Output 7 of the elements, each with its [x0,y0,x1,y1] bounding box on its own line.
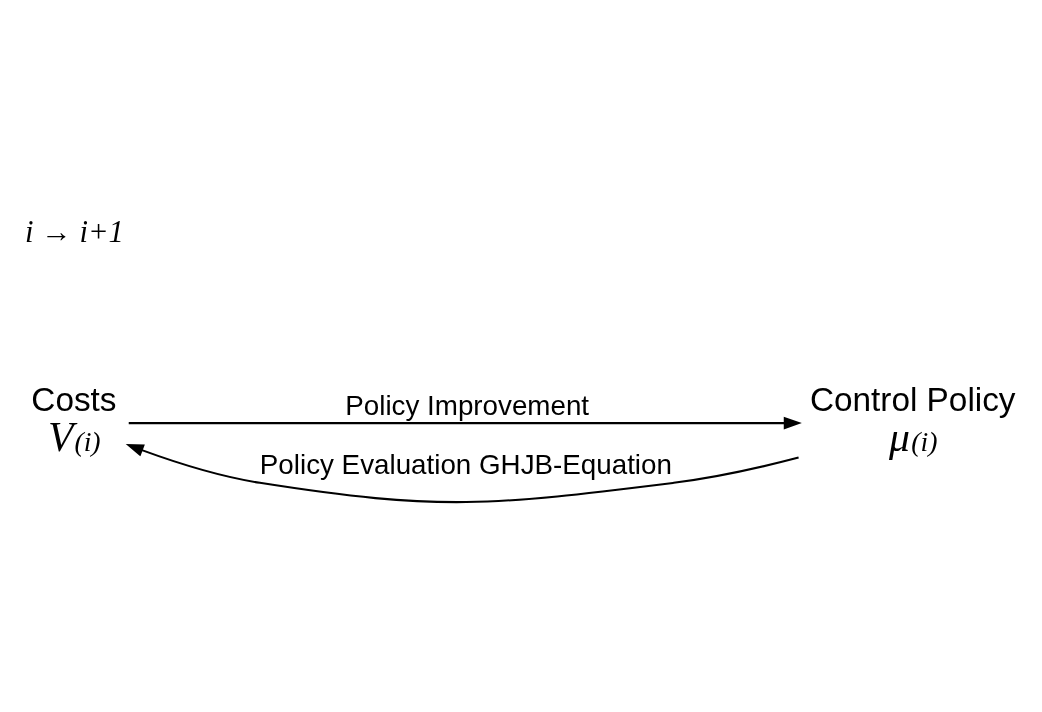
arrow [125,443,799,503]
label: i → i+1 [25,214,124,249]
arrow [128,416,802,429]
node-text: Costs V(i) [31,380,117,460]
node-text: Control Policy μ(i) [809,380,1016,460]
edge-label: Policy Evaluation GHJB-Equation [259,448,672,480]
edge-label: Policy Improvement [345,389,590,421]
